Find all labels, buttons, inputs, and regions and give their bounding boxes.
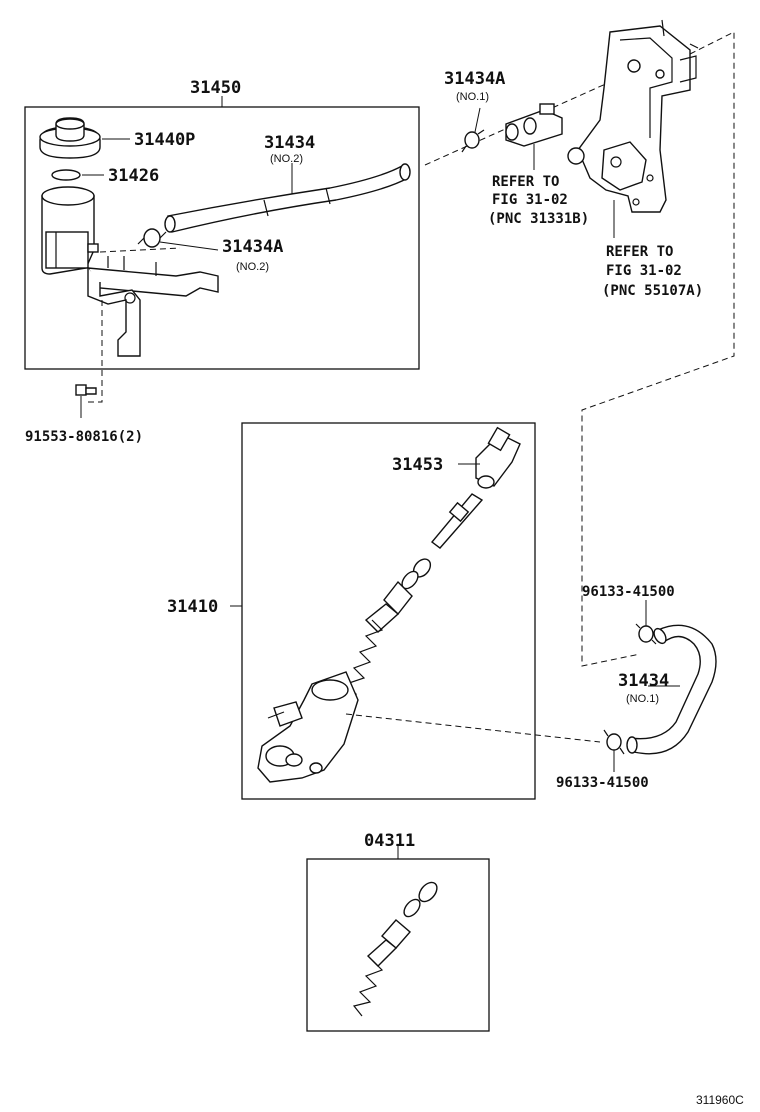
label-31434-no1: 31434 — [618, 671, 669, 691]
label-31434A-no1-sub: (NO.1) — [456, 91, 489, 103]
label-31453: 31453 — [392, 455, 443, 475]
reservoir-cap — [39, 117, 101, 159]
hose-31434-no2 — [164, 163, 411, 233]
pedal-bracket — [567, 19, 699, 213]
label-refer1-line2: FIG 31-02 — [492, 192, 568, 208]
label-04311: 04311 — [364, 831, 415, 851]
clamp-31434A-no1 — [461, 129, 485, 153]
label-31450: 31450 — [190, 78, 241, 98]
label-91553-80816: 91553-80816(2) — [25, 429, 143, 445]
reservoir-seal — [51, 169, 81, 181]
bolt-91553 — [75, 384, 97, 396]
label-refer1-line1: REFER TO — [492, 174, 559, 190]
boot — [364, 580, 413, 633]
clamp-96133-top — [635, 623, 657, 645]
push-rod — [430, 493, 484, 549]
repair-kit-parts — [352, 881, 438, 1017]
label-31434A-no1: 31434A — [444, 69, 505, 89]
reservoir-fitting — [505, 103, 563, 147]
label-31426: 31426 — [108, 166, 159, 186]
label-refer2-line1: REFER TO — [606, 244, 673, 260]
hose-31434-no1 — [626, 624, 717, 755]
label-31434A-no2-sub: (NO.2) — [236, 261, 269, 273]
label-31434-no2: 31434 — [264, 133, 315, 153]
master-cylinder-box — [241, 422, 536, 800]
label-96133-41500-bottom: 96133-41500 — [556, 775, 649, 791]
clamp-31434A-no2 — [137, 228, 167, 248]
reservoir-bracket — [86, 256, 219, 357]
label-31434A-no2: 31434A — [222, 237, 283, 257]
label-31440P: 31440P — [134, 130, 195, 150]
cylinder-body — [257, 671, 359, 783]
label-31410: 31410 — [167, 597, 218, 617]
figure-id: 311960C — [696, 1093, 744, 1107]
label-31434-no1-sub: (NO.1) — [626, 693, 659, 705]
label-refer1-line3: (PNC 31331B) — [488, 211, 589, 227]
label-31434-no2-sub: (NO.2) — [270, 153, 303, 165]
label-refer2-line2: FIG 31-02 — [606, 263, 682, 279]
reservoir-tank — [41, 186, 99, 275]
label-96133-41500-top: 96133-41500 — [582, 584, 675, 600]
label-refer2-line3: (PNC 55107A) — [602, 283, 703, 299]
push-rod-clevis — [475, 426, 521, 489]
